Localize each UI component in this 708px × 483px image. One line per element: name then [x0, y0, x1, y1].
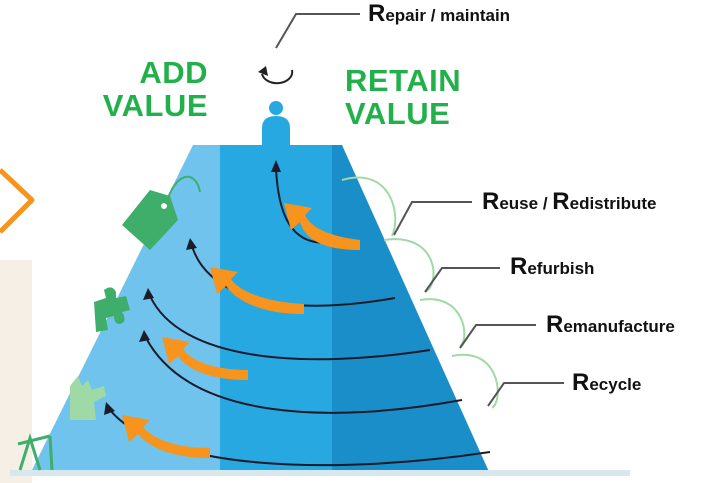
person-icon [262, 101, 290, 145]
factory-icon [70, 376, 106, 420]
label-connectors [275, 13, 564, 407]
label-repair-maintain: Repair / maintain [368, 0, 510, 28]
label-recycle: Recycle [572, 369, 641, 397]
label-text: epair / maintain [385, 6, 511, 25]
puzzle-icon [94, 287, 130, 332]
label-text: efurbish [527, 259, 595, 278]
chevron-right-icon [0, 168, 35, 234]
add-value-line-1: ADD [139, 55, 208, 90]
label-cap-letter: R [482, 188, 500, 215]
flow-arrowheads [104, 160, 281, 415]
tag-icon [122, 175, 201, 250]
label-cap-letter: R [368, 0, 386, 27]
retain-value-line-1: RETAIN [345, 63, 462, 98]
orange-arrow [122, 415, 210, 458]
label-cap-letter: R [510, 253, 528, 280]
label-remanufacture: Remanufacture [546, 311, 675, 339]
value-arrows [122, 203, 360, 458]
add-value-line-2: VALUE [102, 88, 208, 123]
orange-arrow [162, 337, 248, 380]
orange-arrow [284, 203, 360, 250]
label-reuse-redistribute: Reuse / Redistribute [482, 188, 657, 216]
label-text: emanufacture [563, 317, 675, 336]
label-cap-letter: R [572, 369, 590, 396]
oil-pump-icon [17, 432, 54, 471]
label-text: euse / [499, 194, 553, 213]
ground-line [10, 470, 630, 476]
refresh-icon [258, 66, 294, 85]
pyramid-right-face [332, 145, 490, 474]
label-cap-letter: R [552, 188, 570, 215]
orange-arrow [210, 267, 304, 314]
add-value-heading: ADD VALUE [100, 56, 208, 122]
retain-value-heading: RETAIN VALUE [345, 64, 461, 130]
label-refurbish: Refurbish [510, 253, 594, 281]
label-cap-letter: R [546, 311, 564, 338]
retain-value-line-2: VALUE [345, 96, 451, 131]
label-text: ecycle [589, 375, 642, 394]
label-text: edistribute [569, 194, 657, 213]
